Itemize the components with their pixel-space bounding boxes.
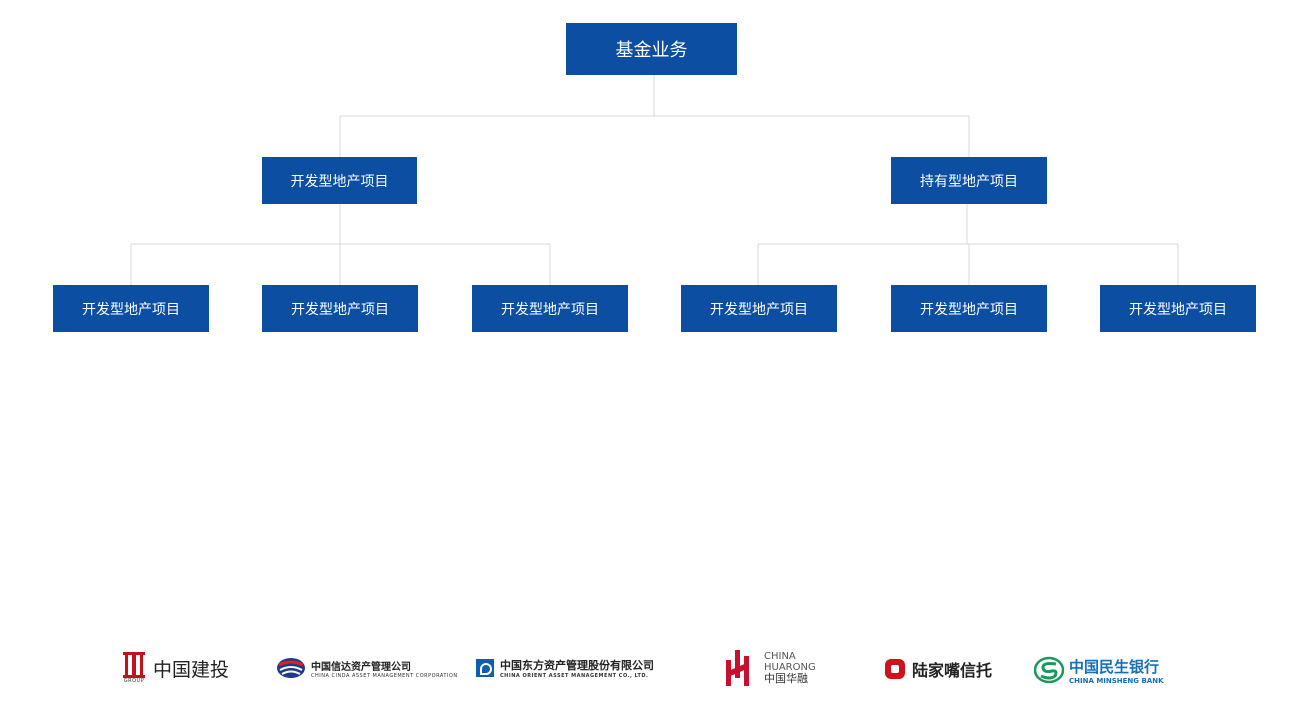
leaf-node: 开发型地产项目	[1100, 285, 1256, 332]
huarong-emblem-icon	[726, 650, 749, 686]
minsheng-emblem-icon	[1034, 656, 1064, 684]
partner-sub: CHINA MINSHENG BANK	[1069, 676, 1164, 685]
partner-logo-minsheng: 中国民生银行 CHINA MINSHENG BANK	[1034, 655, 1164, 685]
partner-sub: 中国华融	[764, 671, 808, 685]
partner-name: CHINA HUARONG	[764, 650, 816, 673]
partner-logo-jic: GROUP 中国建投	[123, 652, 229, 684]
partner-name: 中国东方资产管理股份有限公司	[500, 659, 654, 672]
lujiazui-emblem-icon	[885, 659, 905, 679]
leaf-node: 开发型地产项目	[681, 285, 837, 332]
leaf-node: 开发型地产项目	[262, 285, 418, 332]
partner-sub: CHINA ORIENT ASSET MANAGEMENT CO., LTD.	[500, 673, 649, 679]
orient-emblem-icon	[476, 659, 494, 677]
partner-logo-huarong: CHINA HUARONG 中国华融	[724, 646, 826, 688]
leaf-node: 开发型地产项目	[891, 285, 1047, 332]
jic-emblem-icon	[123, 652, 145, 678]
leaf-node: 开发型地产项目	[472, 285, 628, 332]
branch-node-development: 开发型地产项目	[262, 157, 417, 204]
leaf-node: 开发型地产项目	[53, 285, 209, 332]
partner-name: 中国信达资产管理公司	[311, 661, 411, 673]
root-node: 基金业务	[566, 23, 737, 75]
partner-name: 中国民生银行	[1069, 657, 1160, 676]
branch-node-holding: 持有型地产项目	[891, 157, 1047, 204]
partner-logo-cinda: 中国信达资产管理公司 CHINA CINDA ASSET MANAGEMENT …	[276, 655, 458, 681]
cinda-emblem-icon	[277, 658, 305, 678]
partner-sub: GROUP	[123, 678, 145, 684]
partner-name: 中国建投	[153, 658, 230, 681]
partner-logo-orient: 中国东方资产管理股份有限公司 CHINA ORIENT ASSET MANAGE…	[476, 652, 654, 684]
partner-logo-lujiazui: 陆家嘴信托	[884, 657, 992, 681]
partner-name: 陆家嘴信托	[912, 661, 993, 680]
partner-sub: CHINA CINDA ASSET MANAGEMENT CORPORATION	[311, 672, 458, 679]
